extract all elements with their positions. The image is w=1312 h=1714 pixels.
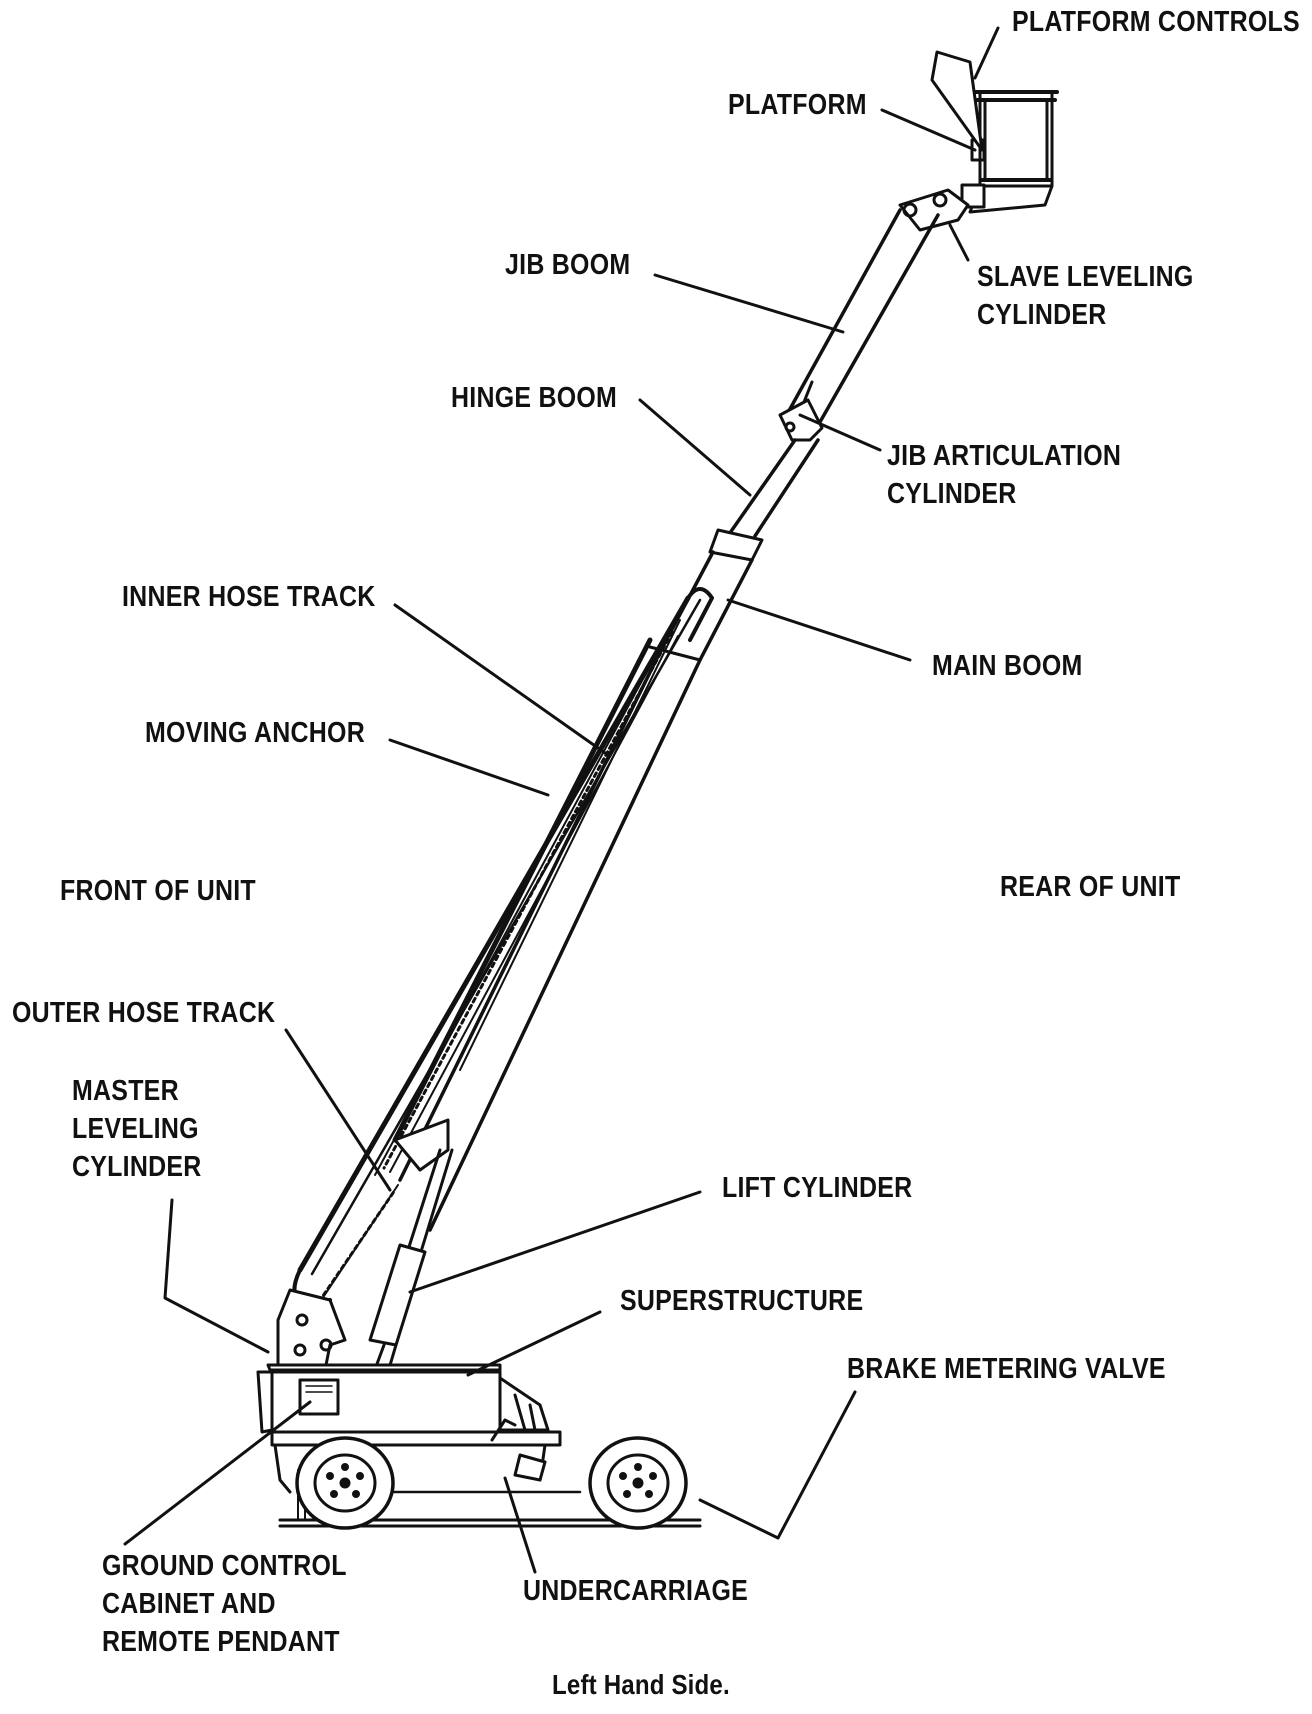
leader-main-boom	[726, 598, 912, 662]
leader-ground-control	[123, 1400, 312, 1546]
label-superstructure: SUPERSTRUCTURE	[620, 1285, 864, 1317]
figure-caption: Left Hand Side.	[552, 1669, 730, 1700]
leader-platform	[880, 108, 977, 152]
label-slave-leveling-cylinder: SLAVE LEVELING CYLINDER	[977, 258, 1194, 334]
label-front-of-unit: FRONT OF UNIT	[60, 875, 256, 907]
leader-brake-metering	[698, 1390, 857, 1540]
leader-slave-leveling	[948, 223, 970, 262]
label-master-leveling-line3: CYLINDER	[72, 1151, 202, 1183]
label-jib-boom: JIB BOOM	[505, 249, 631, 281]
label-outer-hose-track: OUTER HOSE TRACK	[12, 997, 276, 1029]
leader-undercarriage	[503, 1476, 537, 1574]
label-slave-leveling-line2: CYLINDER	[977, 299, 1107, 331]
leader-lift-cylinder	[408, 1190, 702, 1294]
leader-superstructure	[466, 1310, 602, 1377]
leader-jib-articulation	[798, 413, 882, 452]
ground-control-cabinet	[298, 1378, 340, 1416]
label-jib-articulation-line1: JIB ARTICULATION	[887, 440, 1122, 472]
label-master-leveling-line1: MASTER	[72, 1075, 179, 1107]
label-main-boom: MAIN BOOM	[932, 650, 1083, 682]
boom-pivot-bracket	[276, 1288, 347, 1372]
inner-hose-track	[297, 587, 714, 1276]
label-brake-metering-valve: BRAKE METERING VALVE	[847, 1353, 1166, 1385]
jib-boom	[783, 208, 940, 424]
label-master-leveling-line2: LEVELING	[72, 1113, 199, 1145]
hinge-boom	[723, 398, 824, 542]
moving-anchor-rail	[392, 637, 653, 1143]
leader-master-leveling	[163, 1198, 270, 1354]
leader-inner-hose-track	[393, 603, 610, 757]
label-platform-controls: PLATFORM CONTROLS	[1012, 6, 1300, 38]
leader-lines	[123, 26, 1000, 1574]
leader-hinge-boom	[638, 398, 752, 497]
leader-moving-anchor	[388, 738, 550, 797]
label-jib-articulation-line2: CYLINDER	[887, 478, 1017, 510]
label-ground-control-line3: REMOTE PENDANT	[102, 1626, 340, 1658]
label-platform: PLATFORM	[728, 89, 867, 121]
label-ground-control-line1: GROUND CONTROL	[102, 1550, 347, 1582]
leader-outer-hose-track	[284, 1028, 392, 1192]
label-ground-control-cabinet: GROUND CONTROL CABINET AND REMOTE PENDAN…	[102, 1547, 347, 1661]
label-undercarriage: UNDERCARRIAGE	[523, 1575, 749, 1607]
label-slave-leveling-line1: SLAVE LEVELING	[977, 261, 1194, 293]
jib-link	[898, 188, 970, 232]
label-master-leveling-cylinder: MASTER LEVELING CYLINDER	[72, 1072, 202, 1186]
label-hinge-boom: HINGE BOOM	[451, 382, 618, 414]
label-moving-anchor: MOVING ANCHOR	[145, 717, 365, 749]
lift-cylinder	[368, 1118, 454, 1374]
label-jib-articulation-cylinder: JIB ARTICULATION CYLINDER	[887, 437, 1121, 513]
main-boom	[398, 528, 764, 1232]
label-lift-cylinder: LIFT CYLINDER	[722, 1172, 913, 1204]
label-inner-hose-track: INNER HOSE TRACK	[122, 581, 376, 613]
rear-wheel	[588, 1436, 688, 1530]
leader-platform-controls	[973, 26, 1000, 80]
label-ground-control-line2: CABINET AND	[102, 1588, 276, 1620]
label-rear-of-unit: REAR OF UNIT	[1000, 871, 1181, 903]
platform-controls-box	[930, 50, 984, 152]
front-wheel	[295, 1436, 395, 1530]
leader-jib-boom	[653, 273, 845, 334]
platform-basket	[960, 90, 1059, 214]
